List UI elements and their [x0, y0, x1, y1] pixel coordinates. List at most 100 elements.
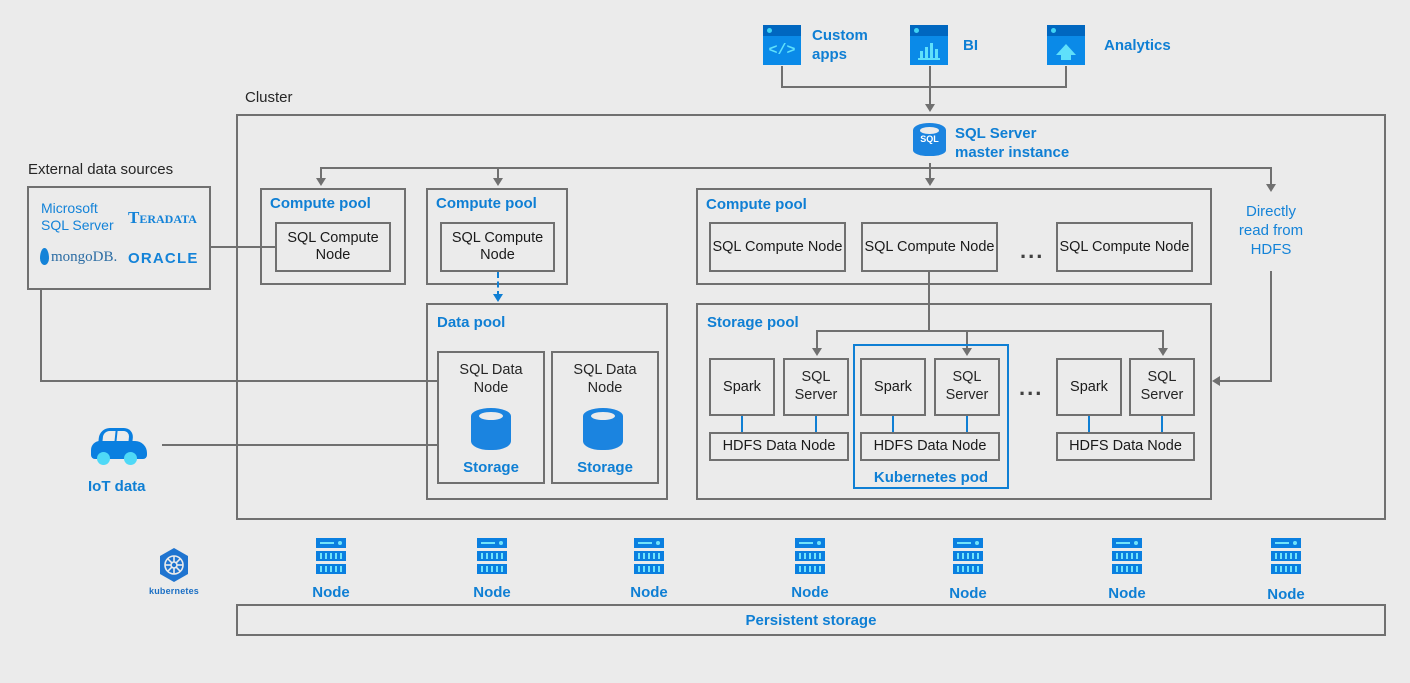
spark-node: Spark: [1056, 358, 1122, 416]
connector-master-stub: [929, 163, 931, 168]
teradata-first-letter: T: [128, 208, 140, 227]
connector-storage-branch-1: [816, 330, 818, 352]
sql-server-line2: Server: [945, 387, 989, 403]
storage-label-1: Storage: [463, 459, 519, 476]
storage-cylinder-icon: [583, 408, 623, 454]
sql-server-line1: SQL: [1147, 369, 1177, 385]
sql-compute-node: SQL Compute Node: [1056, 222, 1193, 272]
ms-sql-line2: SQL Server: [41, 217, 114, 233]
direct-read-line2: read from: [1238, 222, 1304, 239]
node-ticks: [1116, 566, 1138, 572]
cluster-boundary: [236, 114, 1386, 520]
consumer-label-analytics: Analytics: [1104, 37, 1171, 54]
node-label: Node: [312, 584, 350, 601]
external-data-sources-box: [27, 186, 211, 290]
arrowhead-pool-3: [925, 178, 935, 186]
connector-storage-branch-3: [1162, 330, 1164, 352]
node-rack-bottom: [477, 564, 507, 574]
node-rack-mid: [1112, 551, 1142, 561]
node-led: [338, 541, 342, 545]
data-pool-title: Data pool: [437, 314, 506, 331]
compute-pool-1: [260, 188, 406, 285]
arrowhead-to-master: [925, 104, 935, 112]
node-ticks: [638, 566, 660, 572]
connector-spark-hdfs: [892, 416, 894, 432]
node-label: Node: [1267, 586, 1305, 603]
icon-titlebar: [1047, 25, 1085, 36]
node-dash: [799, 542, 813, 544]
compute-pool-3: [696, 188, 1212, 285]
iot-data-label: IoT data: [88, 478, 146, 495]
node-rack-mid: [1271, 551, 1301, 561]
teradata-rest: ERADATA: [139, 212, 197, 226]
node-ticks: [638, 553, 660, 559]
node-ticks: [957, 566, 979, 572]
oracle-logo: ORACLE: [128, 250, 199, 267]
kubernetes-pod-boundary: [853, 344, 1009, 489]
arrowhead-directread: [1266, 184, 1276, 192]
node-server-icon: [1112, 538, 1142, 576]
node-ticks: [1275, 566, 1297, 572]
sql-data-node-1-line1: SQL Data: [459, 362, 523, 378]
connector-external-down: [40, 290, 42, 382]
cylinder-top-inner: [920, 127, 939, 134]
data-pool: [426, 303, 668, 500]
node-rack-bottom: [634, 564, 664, 574]
icon-glyph-home: [1047, 36, 1085, 65]
node-rack-top: [316, 538, 346, 548]
direct-read-line3: HDFS: [1250, 241, 1292, 258]
node-led: [1134, 541, 1138, 545]
kubernetes-svg: [160, 548, 188, 582]
node-dash: [320, 542, 334, 544]
sql-compute-node: SQL Compute Node: [861, 222, 998, 272]
node-ticks: [1116, 553, 1138, 559]
node-rack-bottom: [953, 564, 983, 574]
sql-master-label-line1: SQL Server: [955, 125, 1037, 142]
node-rack-bottom: [795, 564, 825, 574]
node-ticks: [320, 566, 342, 572]
node-ticks: [957, 553, 979, 559]
kubernetes-label: kubernetes: [148, 586, 200, 596]
icon-dot: [767, 28, 772, 33]
sql-compute-node: SQL Compute Node: [275, 222, 391, 272]
icon-titlebar: [763, 25, 801, 36]
node-rack-top: [1112, 538, 1142, 548]
connector-external-to-compute1: [211, 246, 275, 248]
sql-master-label-line2: master instance: [955, 144, 1070, 161]
node-rack-top: [953, 538, 983, 548]
node-ticks: [799, 566, 821, 572]
node-led: [499, 541, 503, 545]
spark-node: Spark: [860, 358, 926, 416]
persistent-storage-label: Persistent storage: [745, 611, 877, 629]
node-label: Node: [473, 584, 511, 601]
compute-pool-3-ellipsis: ...: [1020, 238, 1045, 263]
storage-pool: [696, 303, 1212, 500]
node-dash: [1116, 542, 1130, 544]
connector-bus-to-master: [929, 86, 931, 110]
node-rack-top: [1271, 538, 1301, 548]
car-wheel-front: [97, 452, 110, 465]
node-label: Node: [791, 584, 829, 601]
cylinder-top-inner: [591, 412, 615, 420]
kubernetes-logo-icon: [154, 545, 194, 585]
sql-server-line1: SQL: [952, 369, 982, 385]
connector-master-bus: [320, 167, 1271, 169]
connector-external-to-datapool: [40, 380, 437, 382]
arrowhead-directread-to-storage: [1212, 376, 1220, 386]
connector-to-pool-2: [497, 167, 499, 183]
code-icon: </>: [763, 25, 801, 65]
connector-directread-down: [1270, 271, 1272, 381]
node-server-icon: [953, 538, 983, 576]
node-led: [817, 541, 821, 545]
node-rack-bottom: [316, 564, 346, 574]
connector-consumer-bus: [781, 86, 1067, 88]
direct-read-line1: Directly: [1245, 203, 1296, 220]
bar-chart-icon: [910, 25, 948, 65]
connector-to-directread: [1270, 167, 1272, 189]
mongodb-logo: mongoDB.: [51, 249, 118, 265]
arrowhead-pool-1: [316, 178, 326, 186]
sql-server-node: [783, 358, 849, 416]
icon-dot: [914, 28, 919, 33]
sql-server-node: [934, 358, 1000, 416]
node-rack-top: [795, 538, 825, 548]
